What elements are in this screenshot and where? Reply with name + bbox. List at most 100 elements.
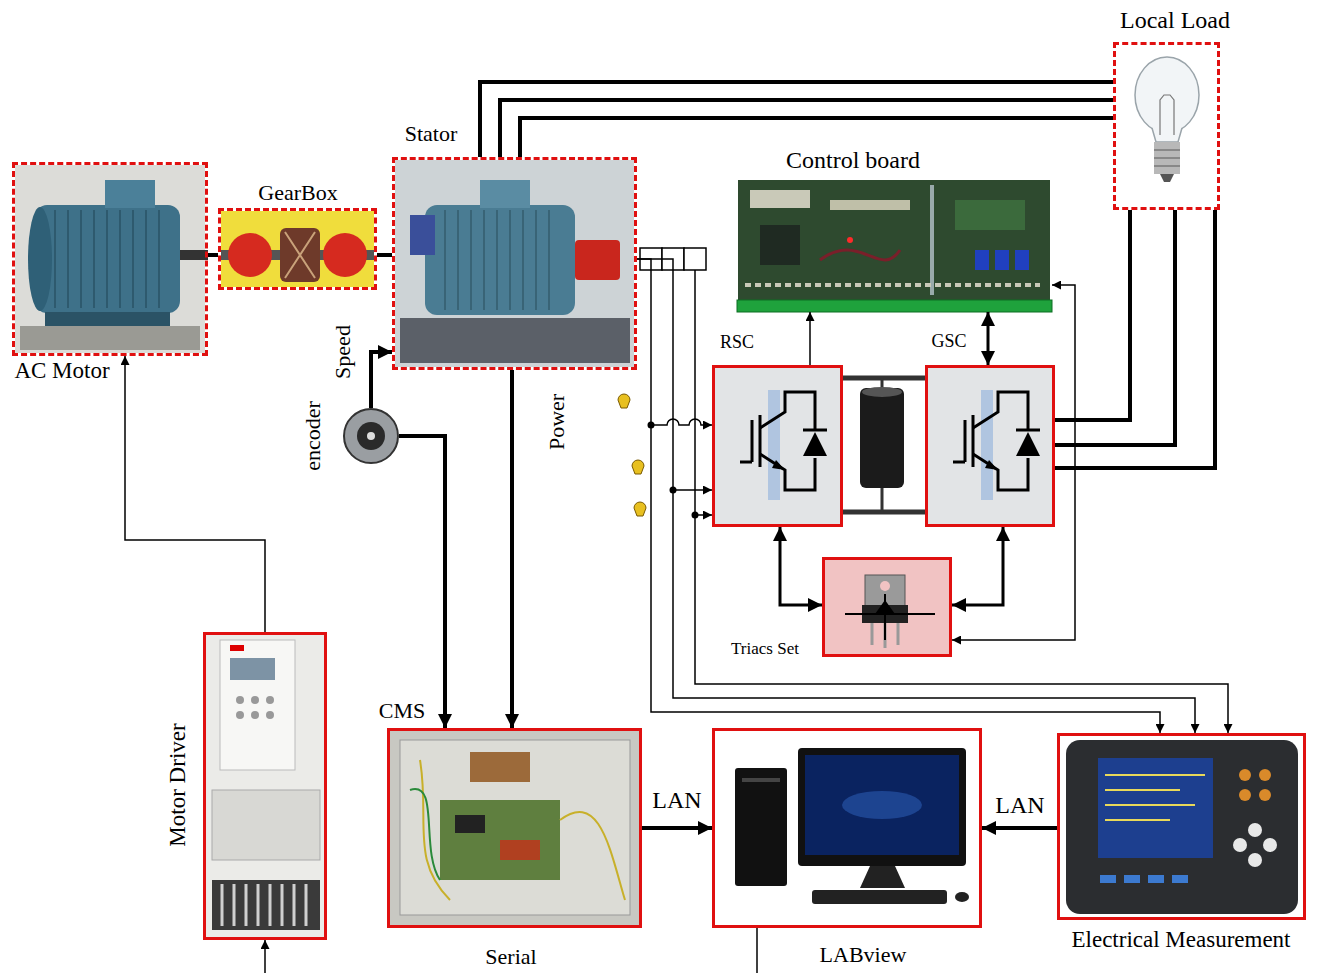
encoder-picture bbox=[344, 409, 398, 463]
converter-panel bbox=[740, 392, 827, 490]
converter-panel bbox=[768, 390, 780, 500]
power-analyzer-picture bbox=[1060, 736, 1303, 917]
rotor-terminal bbox=[684, 248, 706, 270]
drive-picture bbox=[251, 711, 259, 719]
converter-panel bbox=[981, 390, 993, 500]
connector bbox=[952, 285, 1075, 640]
drive-picture bbox=[220, 640, 295, 770]
control-board-picture bbox=[760, 225, 800, 265]
converter-panel bbox=[928, 368, 1052, 524]
triac-picture bbox=[880, 581, 890, 591]
device-box: CMS bbox=[387, 728, 642, 928]
computer-picture bbox=[715, 731, 979, 925]
power-analyzer-picture bbox=[1098, 758, 1213, 858]
cms-picture bbox=[400, 740, 630, 915]
control-board-picture bbox=[930, 185, 934, 295]
bulb-picture bbox=[1152, 128, 1182, 142]
control-board-picture bbox=[750, 190, 810, 208]
gearbox-picture bbox=[221, 211, 374, 287]
gearbox-picture bbox=[280, 228, 320, 282]
connector bbox=[809, 312, 811, 365]
power-analyzer-picture bbox=[1259, 789, 1271, 801]
power-analyzer-picture bbox=[1060, 736, 1303, 917]
device-label: Triacs Set bbox=[731, 640, 799, 659]
device-box: Electrical Measurement bbox=[1057, 733, 1306, 920]
generator-picture bbox=[480, 180, 530, 208]
connector bbox=[637, 259, 1160, 733]
control-board-picture bbox=[955, 200, 1025, 230]
cms-picture bbox=[470, 752, 530, 782]
drive-picture bbox=[230, 658, 275, 680]
connector bbox=[952, 527, 1003, 605]
drive-picture bbox=[266, 696, 274, 704]
device-box: Local Load bbox=[1113, 42, 1220, 210]
connector bbox=[377, 253, 392, 257]
power-analyzer-picture bbox=[1172, 875, 1188, 883]
control-board-picture bbox=[830, 200, 910, 210]
edge-label: LAN bbox=[994, 792, 1045, 818]
power-analyzer-picture bbox=[1239, 769, 1251, 781]
current-probe bbox=[618, 394, 646, 516]
device-label: Motor Driver bbox=[165, 723, 190, 846]
connector bbox=[125, 356, 265, 632]
device-label: CMS bbox=[379, 699, 425, 723]
edge-label: Speed bbox=[331, 324, 355, 380]
current-probe bbox=[618, 394, 630, 408]
control-board-picture bbox=[820, 250, 900, 260]
cms-picture bbox=[455, 815, 485, 833]
drive-picture bbox=[212, 790, 320, 860]
cms-picture bbox=[410, 789, 440, 880]
device-label: GearBox bbox=[258, 181, 337, 205]
drive-picture bbox=[222, 884, 306, 926]
encoder-picture bbox=[344, 409, 398, 463]
dc-link-capacitor bbox=[862, 387, 902, 397]
gearbox-picture bbox=[221, 211, 374, 287]
connector bbox=[1055, 210, 1130, 420]
power-analyzer-picture bbox=[1259, 769, 1271, 781]
generator-picture bbox=[425, 205, 575, 315]
device-box: RSC bbox=[712, 365, 843, 527]
bulb-picture bbox=[1160, 174, 1174, 182]
bulb-picture bbox=[1135, 57, 1199, 182]
device-box: AC Motor bbox=[12, 162, 208, 356]
device-box: Stator bbox=[392, 157, 637, 370]
device-label: encoder bbox=[301, 401, 325, 471]
cms-picture bbox=[420, 760, 625, 900]
converter-panel bbox=[715, 368, 840, 524]
computer-picture bbox=[715, 731, 979, 925]
device-label: AC Motor bbox=[14, 358, 109, 383]
connector bbox=[637, 259, 712, 490]
generator-picture bbox=[395, 160, 634, 367]
ac-motor-picture bbox=[35, 205, 180, 313]
power-analyzer-picture bbox=[1248, 853, 1262, 867]
cable-wire bbox=[1055, 210, 1215, 468]
device-label: RSC bbox=[720, 333, 754, 353]
dc-link-capacitor bbox=[843, 378, 925, 512]
current-probe bbox=[634, 502, 646, 516]
generator-picture bbox=[400, 318, 630, 363]
power-analyzer-picture bbox=[1100, 875, 1116, 883]
drive-picture bbox=[236, 711, 244, 719]
device-label: Electrical Measurement bbox=[1071, 927, 1290, 952]
drive-picture bbox=[236, 696, 244, 704]
drive-picture bbox=[206, 635, 324, 937]
connector bbox=[208, 253, 218, 257]
edge-label: LAN bbox=[651, 787, 702, 813]
computer-picture bbox=[812, 890, 947, 904]
control-board-picture bbox=[737, 180, 1052, 312]
generator-picture bbox=[575, 240, 620, 280]
connector bbox=[982, 826, 1057, 830]
cms-picture bbox=[500, 840, 540, 860]
computer-picture bbox=[955, 892, 969, 902]
cable-wire bbox=[695, 270, 1228, 733]
cable-wire bbox=[651, 419, 712, 425]
gearbox-picture bbox=[323, 233, 367, 277]
computer-picture bbox=[860, 866, 905, 888]
device-label: Stator bbox=[405, 122, 458, 146]
annotation-label: Serial bbox=[485, 945, 536, 969]
device-box: Motor Driver bbox=[203, 632, 327, 940]
control-board-picture bbox=[745, 283, 1040, 287]
computer-picture bbox=[798, 748, 966, 866]
dc-link-capacitor bbox=[843, 378, 925, 512]
